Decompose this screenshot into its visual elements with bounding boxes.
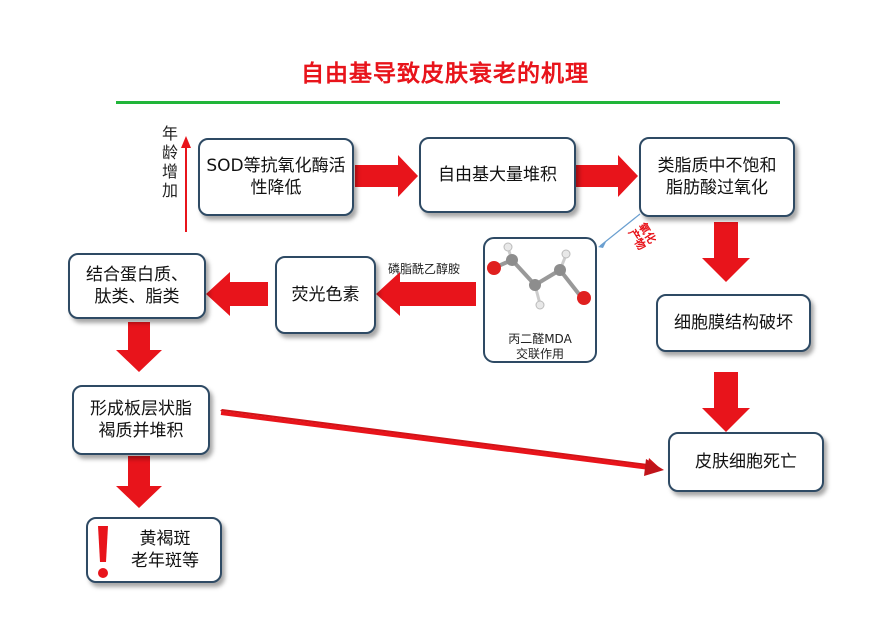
box-fluorescent-pigment: 荧光色素 [275, 256, 376, 334]
arrow-radical-to-lipid [576, 155, 638, 197]
arrow-lamellar-to-spots [116, 456, 162, 508]
pe-label: 磷脂酰乙醇胺 [388, 262, 461, 276]
title-divider [116, 101, 780, 104]
arrow-mda-to-fluor [376, 272, 476, 316]
connector-lipid-to-mda [599, 213, 641, 247]
arrow-combine-to-lamellar [116, 322, 162, 372]
box-cell-death: 皮肤细胞死亡 [668, 432, 824, 492]
arrow-lamellar-to-death [220, 409, 662, 474]
box-radical-accumulation: 自由基大量堆积 [419, 137, 576, 213]
arrow-membrane-to-death [702, 372, 750, 432]
box-age-spots: 黄褐斑 老年斑等 [86, 517, 222, 583]
box-lamellar-lipofuscin: 形成板层状脂 褐质并堆积 [72, 385, 210, 455]
box-membrane-damage: 细胞膜结构破坏 [656, 294, 811, 352]
age-increase-label: 年 龄 增 加 [161, 124, 178, 200]
arrow-sod-to-radical [355, 155, 418, 197]
box-sod-decrease: SOD等抗氧化酶活 性降低 [198, 138, 354, 216]
page-title: 自由基导致皮肤衰老的机理 [301, 61, 589, 87]
exclamation-icon [98, 526, 108, 578]
age-arrow-head [181, 136, 191, 148]
arrow-fluor-to-combine [206, 272, 268, 316]
arrow-lipid-to-membrane [702, 222, 750, 282]
mda-caption: 丙二醛MDA 交联作用 [508, 332, 572, 361]
box-lipid-peroxidation: 类脂质中不饱和 脂肪酸过氧化 [639, 137, 795, 217]
box-bind-proteins: 结合蛋白质、 肽类、脂类 [68, 253, 206, 319]
mda-molecule-icon [487, 242, 591, 310]
